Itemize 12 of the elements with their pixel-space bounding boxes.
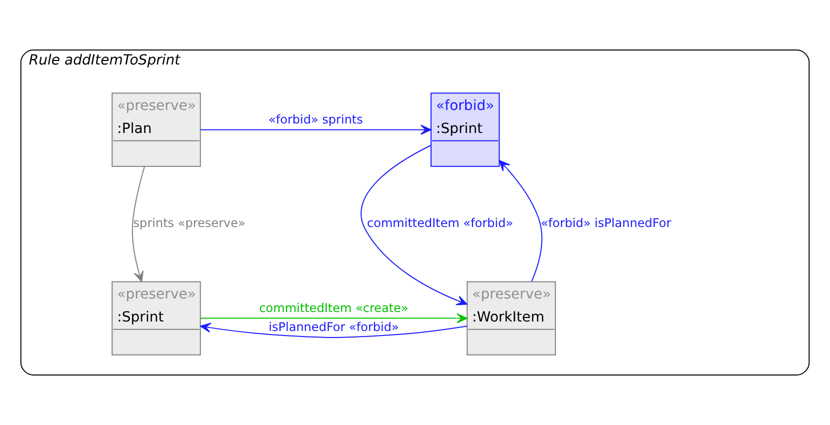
arrow bbox=[200, 322, 468, 338]
edge-label: sprints «preserve» bbox=[133, 216, 246, 230]
edge-label: committedItem «create» bbox=[259, 300, 408, 315]
arrow bbox=[200, 124, 432, 135]
arrow bbox=[132, 166, 145, 282]
arrow bbox=[498, 160, 542, 282]
arrow bbox=[200, 313, 468, 324]
edge-label: isPlannedFor «forbid» bbox=[268, 320, 399, 334]
edge-label: committedItem «forbid» bbox=[367, 216, 514, 230]
arrow bbox=[360, 144, 468, 306]
edge-label: «forbid» isPlannedFor bbox=[540, 216, 672, 230]
edge-label: «forbid» sprints bbox=[268, 112, 363, 126]
